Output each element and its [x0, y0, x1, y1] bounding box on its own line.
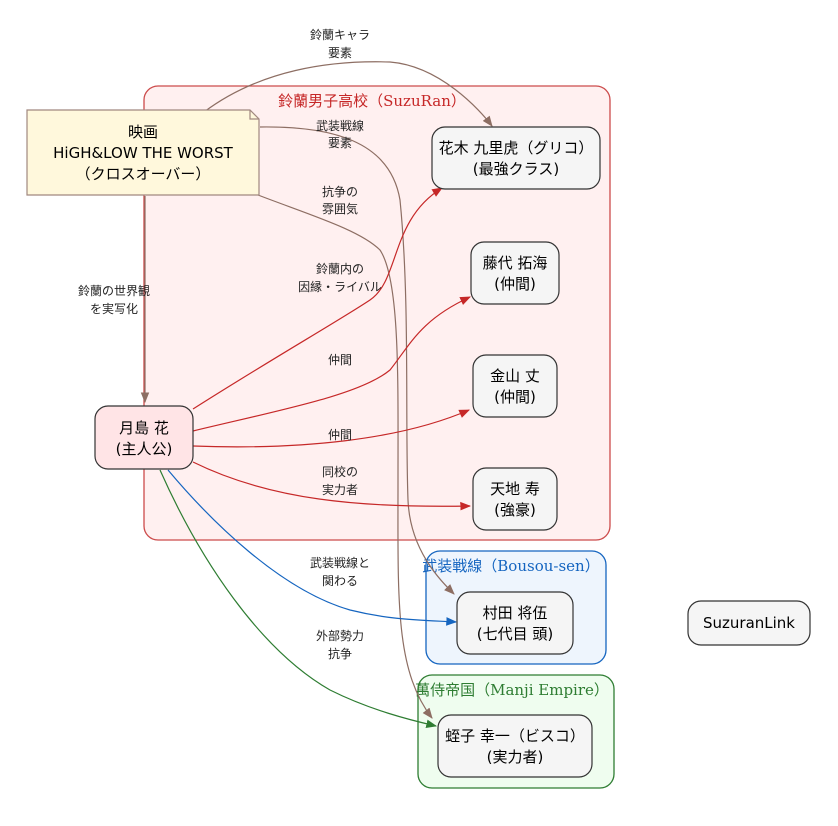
node-kanayama-label: 金山 丈(仲間) — [490, 367, 540, 406]
node-ebisu-label: 蛭子 幸一（ビスコ）(実力者) — [445, 727, 585, 766]
edge-label-hana-kanayama: 仲間 — [328, 428, 352, 442]
edge-label-movie-ebisu: 抗争の雰囲気 — [322, 184, 358, 216]
edge-label-movie-murata: 武装戦線要素 — [316, 118, 364, 150]
edge-label-hana-amachi: 同校の実力者 — [322, 464, 358, 497]
edge-label-hana-fujishiro: 仲間 — [328, 353, 352, 367]
edge-hana-guriko — [192, 187, 443, 410]
edge-hana-kanayama — [192, 409, 470, 448]
node-fujishiro-label: 藤代 拓海(仲間) — [483, 254, 548, 293]
edge-label-hana-guriko: 鈴蘭内の因縁・ライバル — [298, 261, 382, 294]
cluster-manji-label: 萬侍帝国（Manji Empire） — [415, 681, 609, 699]
note-fold-icon — [249, 110, 259, 120]
edge-movie-murata — [259, 126, 455, 595]
node-kanayama[interactable]: 金山 丈(仲間) — [472, 354, 558, 418]
node-amachi[interactable]: 天地 寿(強豪) — [472, 467, 558, 531]
node-suzuranlink[interactable]: SuzuranLink — [687, 600, 811, 646]
node-murata-label: 村田 将伍(七代目 頭) — [477, 604, 553, 643]
edge-label-hana-murata: 武装戦線と関わる — [310, 555, 370, 588]
cluster-suzuran-label: 鈴蘭男子高校（SuzuRan） — [278, 92, 466, 110]
node-ebisu[interactable]: 蛭子 幸一（ビスコ）(実力者) — [437, 714, 593, 778]
edge-label-movie-guriko: 鈴蘭キャラ要素 — [310, 27, 370, 60]
edge-hana-amachi — [192, 461, 472, 511]
edge-hana-fujishiro — [192, 296, 471, 432]
cluster-bousou-label: 武装戦線（Bousou-sen） — [422, 557, 599, 575]
edge-hana-murata — [167, 469, 458, 626]
node-fujishiro[interactable]: 藤代 拓海(仲間) — [470, 241, 560, 305]
edge-movie-ebisu — [257, 194, 433, 719]
node-hana[interactable]: 月島 花(主人公) — [94, 405, 194, 470]
edge-hana-ebisu — [159, 469, 438, 729]
edge-label-hana-ebisu: 外部勢力抗争 — [316, 628, 364, 661]
node-hana-label: 月島 花(主人公) — [116, 419, 173, 458]
node-guriko-label: 花木 九里虎（グリコ）(最強クラス) — [439, 139, 594, 178]
edge-movie-guriko — [203, 61, 493, 127]
node-guriko[interactable]: 花木 九里虎（グリコ）(最強クラス) — [431, 126, 601, 190]
cluster-suzuran: 鈴蘭男子高校（SuzuRan） — [143, 85, 611, 541]
node-amachi-label: 天地 寿(強豪) — [490, 480, 540, 519]
edge-label-movie-hana: 鈴蘭の世界観を実写化 — [78, 283, 150, 316]
node-murata[interactable]: 村田 将伍(七代目 頭) — [456, 591, 574, 655]
node-suzuranlink-label: SuzuranLink — [703, 614, 795, 632]
